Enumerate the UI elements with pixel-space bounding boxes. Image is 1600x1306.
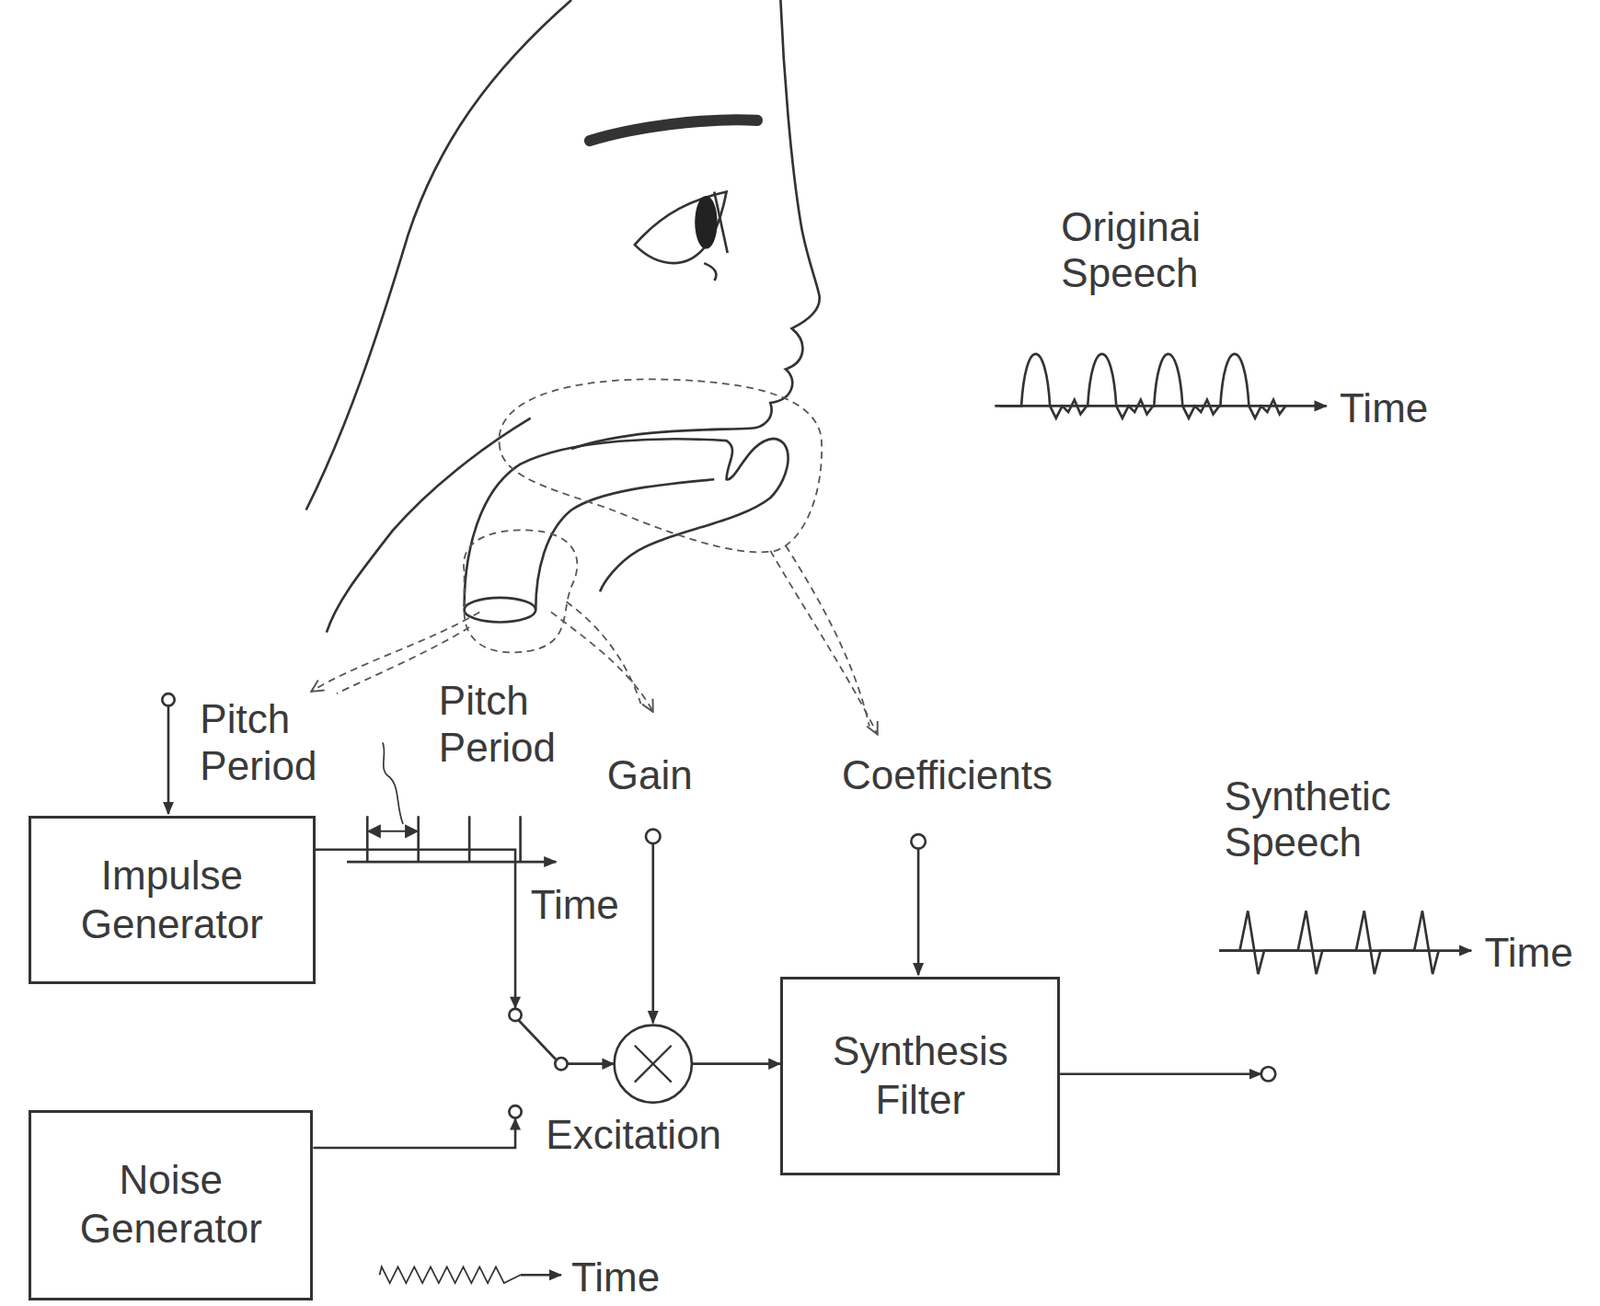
- interval-label: Pitch Period: [438, 678, 613, 772]
- box-text: Impulse Generator: [31, 851, 313, 950]
- original-waveform: [994, 354, 1326, 419]
- synthesis-filter-box: Synthesis Filter: [780, 977, 1060, 1175]
- pitch-terminal: [161, 693, 174, 815]
- synthetic-waveform: [1219, 910, 1472, 975]
- switch-symbol: [508, 1009, 567, 1119]
- signal-connector: [315, 850, 782, 1071]
- signal-name: Excitation: [545, 1112, 722, 1160]
- box-text: Synthesis Filter: [782, 1027, 1058, 1126]
- axis-label: Time: [571, 1254, 660, 1302]
- signal-name: Synthetic Speech: [1224, 773, 1460, 867]
- parameter-name: Coefficients: [841, 752, 1053, 800]
- axis-label: Time: [530, 882, 620, 930]
- coefficients-terminal: [910, 834, 926, 976]
- head-outline: [306, 0, 820, 634]
- vocal-tract: [464, 438, 789, 623]
- output-terminal: [1050, 1067, 1276, 1083]
- axis-label: Time: [1339, 385, 1428, 433]
- noise-generator-box: Noise Generator: [28, 1110, 313, 1301]
- parameter-name: Pitch Period: [199, 696, 374, 790]
- noise-waveform: [379, 1266, 562, 1284]
- impulse-generator-box: Impulse Generator: [28, 816, 316, 985]
- parameter-name: Gain: [607, 752, 693, 800]
- dashed-region: [310, 379, 877, 735]
- axis-label: Time: [1484, 930, 1574, 978]
- signal-name: Originai Speech: [1060, 204, 1266, 298]
- gain-terminal: [645, 829, 661, 1025]
- multiplier-symbol: [614, 1025, 692, 1104]
- box-text: Noise Generator: [31, 1156, 311, 1255]
